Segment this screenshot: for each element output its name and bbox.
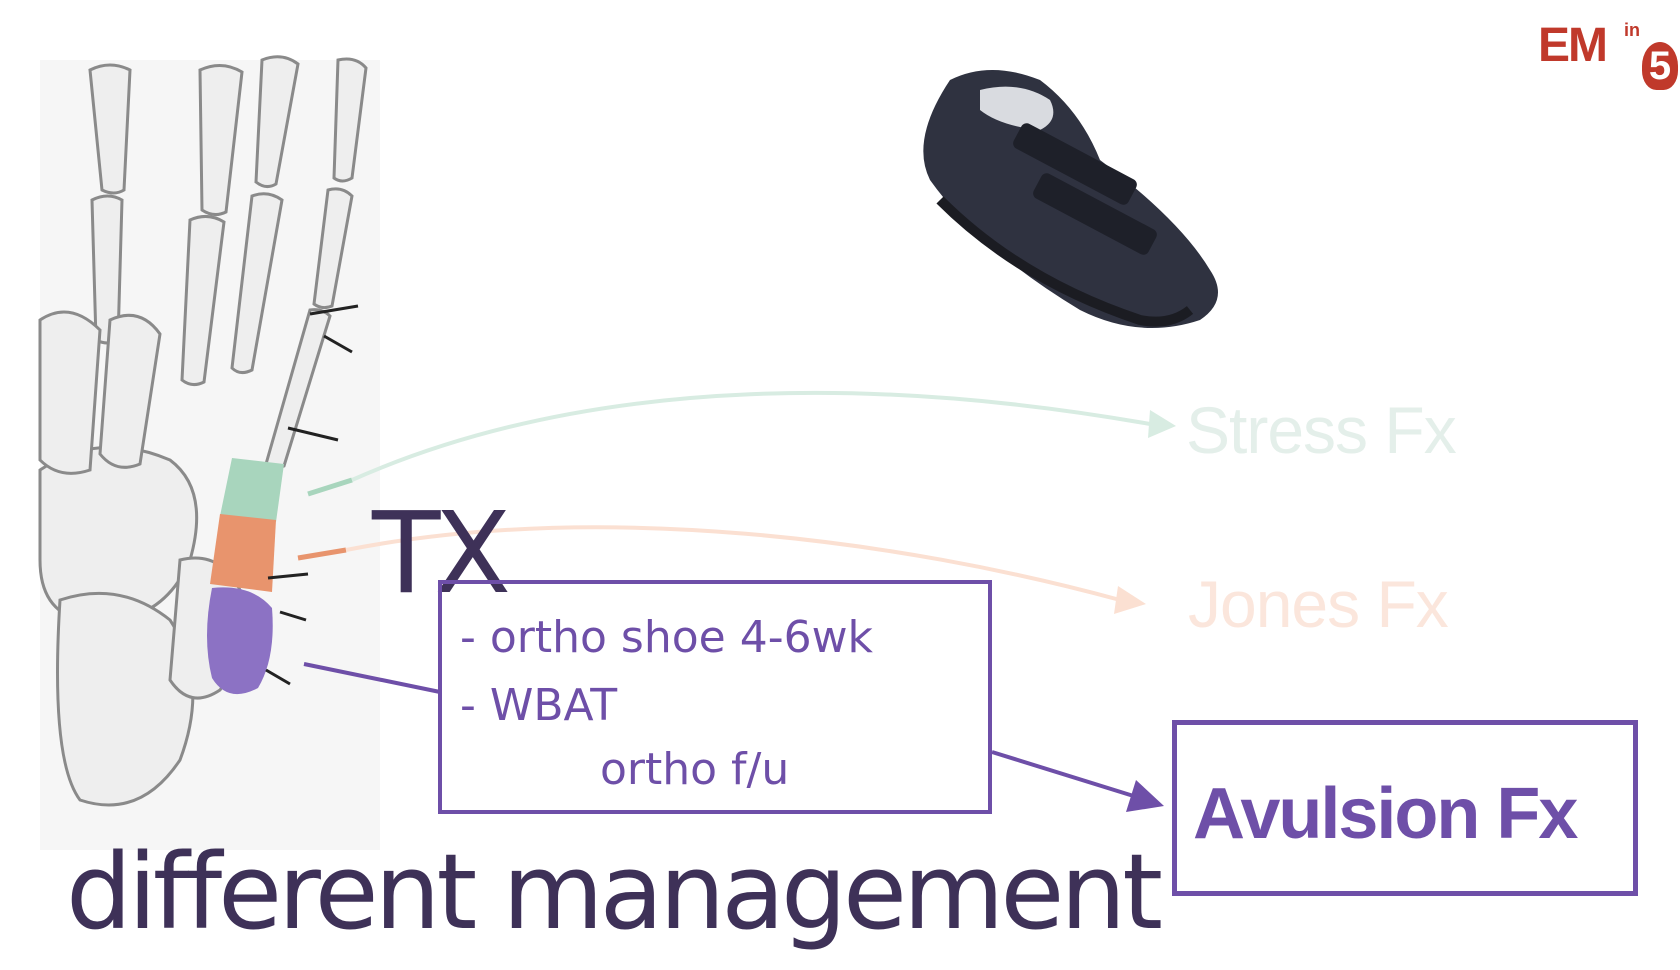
logo-five-badge: 5 bbox=[1642, 42, 1678, 90]
logo-in-text: in bbox=[1624, 20, 1640, 40]
logo-em-text: EM bbox=[1538, 19, 1608, 72]
treatment-line-ortho-shoe: - ortho shoe 4-6wk bbox=[460, 612, 874, 663]
treatment-line-wbat: - WBAT bbox=[460, 680, 618, 731]
avulsion-fx-label: Avulsion Fx bbox=[1193, 774, 1578, 854]
jones-fx-label: Jones Fx bbox=[1188, 567, 1449, 641]
avulsion-fx-box: Avulsion Fx bbox=[1172, 720, 1638, 896]
em-in-5-logo: EM in 5 bbox=[1538, 12, 1678, 112]
treatment-box: - ortho shoe 4-6wk - WBAT ortho f/u bbox=[438, 580, 992, 814]
ortho-shoe-image bbox=[923, 70, 1218, 328]
slide-caption: different management bbox=[66, 831, 1163, 953]
treatment-line-ortho-followup: ortho f/u bbox=[600, 744, 790, 795]
stress-fx-label: Stress Fx bbox=[1186, 393, 1457, 467]
foot-bones-illustration bbox=[38, 55, 441, 850]
